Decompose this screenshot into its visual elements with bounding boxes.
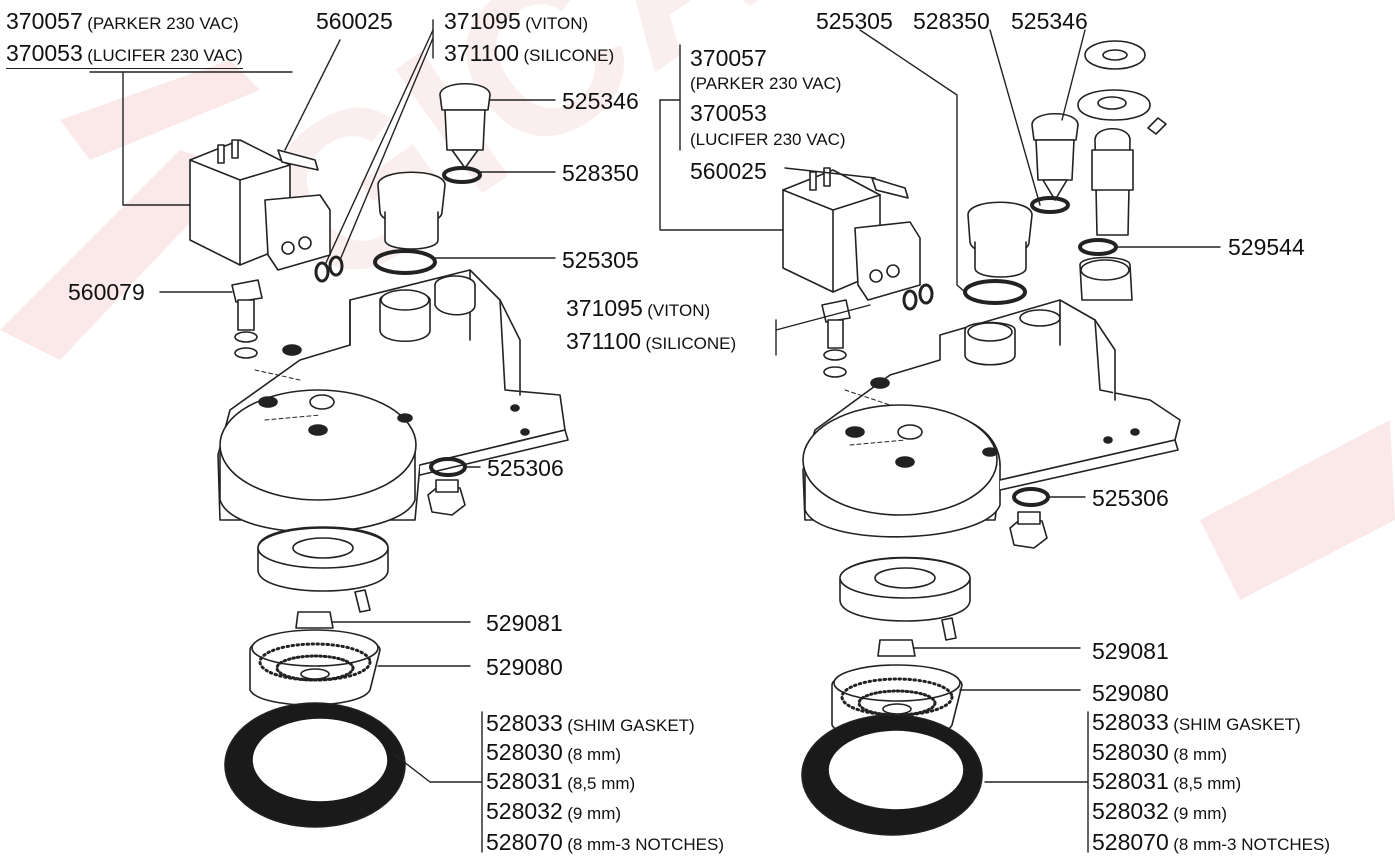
part-number: 371100 [566, 328, 642, 354]
right-cap [967, 201, 1033, 278]
part-number: 528030 [1092, 739, 1169, 765]
right-screw-label: 560025 [690, 158, 767, 184]
right-oring-silicone-label: 371100 (SILICONE) [566, 330, 736, 353]
right-top-label-2: 528350 [913, 8, 990, 34]
right-gasket-4-label: 528070 (8 mm-3 NOTCHES) [1092, 831, 1330, 854]
part-note: (8 mm-3 NOTCHES) [567, 835, 724, 854]
left-valve-oring-label: 528350 [562, 160, 639, 186]
part-note: (VITON) [647, 301, 711, 320]
right-solenoid [782, 167, 921, 301]
left-gasket-0-label: 528033 (SHIM GASKET) [486, 712, 695, 735]
left-oring-viton-label: 371095 (VITON) [444, 10, 588, 33]
left-screw-label: 560025 [316, 8, 393, 34]
right-gasket-ring [801, 714, 983, 836]
part-note: (SHIM GASKET) [1173, 715, 1301, 734]
left-solenoid [189, 139, 331, 271]
part-number: 371095 [566, 295, 643, 321]
left-oring-silicone-label: 371100 (SILICONE) [444, 42, 614, 65]
part-note: (PARKER 230 VAC) [87, 14, 239, 33]
right-gasket-1-label: 528030 (8 mm) [1092, 741, 1227, 764]
right-diffuser [839, 556, 971, 622]
right-shower-screen-label: 529080 [1092, 680, 1169, 706]
part-number: 371100 [444, 40, 520, 66]
right-top-label-3: 525346 [1011, 8, 1088, 34]
part-number: 528030 [486, 739, 563, 765]
left-diffuser [257, 526, 389, 592]
part-note: (8,5 mm) [1173, 774, 1242, 793]
right-screen-screw-label: 529081 [1092, 638, 1169, 664]
part-number: 528032 [486, 798, 563, 824]
right-oring-viton-label: 371095 (VITON) [566, 297, 710, 320]
part-number: 528031 [1092, 768, 1169, 794]
right-stem-oring-label: 529544 [1228, 234, 1305, 260]
part-note: (SILICONE) [523, 46, 615, 65]
left-bolt [231, 279, 263, 359]
part-note: (9 mm) [567, 804, 622, 823]
left-cap [377, 171, 446, 250]
left-shower-screen-label: 529080 [486, 654, 563, 680]
right-solenoid-parker-note: (PARKER 230 VAC) [690, 74, 842, 93]
part-number: 371095 [444, 8, 521, 34]
left-valve-label: 525346 [562, 88, 639, 114]
right-gasket-3-label: 528032 (9 mm) [1092, 800, 1227, 823]
part-number: 370057 [6, 8, 83, 34]
part-note: (8,5 mm) [567, 774, 636, 793]
left-gasket-2-label: 528031 (8,5 mm) [486, 770, 635, 793]
part-number: 528033 [1092, 709, 1169, 735]
right-assembly [659, 29, 1221, 853]
part-number: 528033 [486, 710, 563, 736]
left-assembly [89, 19, 569, 853]
right-valve [1031, 113, 1079, 201]
part-number: 370053 [6, 40, 83, 66]
left-solenoid-lucifer-label: 370053 (LUCIFER 230 VAC) [6, 42, 243, 69]
part-note: (SILICONE) [645, 334, 737, 353]
left-screen-screw-label: 529081 [486, 610, 563, 636]
left-gasket-ring [224, 702, 406, 828]
left-cap-gasket-label: 525305 [562, 247, 639, 273]
part-number: 528031 [486, 768, 563, 794]
left-plug-gasket-label: 525306 [487, 455, 564, 481]
right-solenoid-lucifer-note: (LUCIFER 230 VAC) [690, 130, 846, 149]
left-solenoid-parker-label: 370057 (PARKER 230 VAC) [6, 10, 239, 33]
left-gasket-3-label: 528032 (9 mm) [486, 800, 621, 823]
right-plug-gasket-label: 525306 [1092, 485, 1169, 511]
right-gasket-0-label: 528033 (SHIM GASKET) [1092, 711, 1301, 734]
part-number: 528032 [1092, 798, 1169, 824]
left-gasket-4-label: 528070 (8 mm-3 NOTCHES) [486, 831, 724, 854]
part-number: 528070 [1092, 829, 1169, 855]
left-bolt-label: 560079 [68, 279, 145, 305]
right-top-label-1: 525305 [816, 8, 893, 34]
right-stem [1077, 40, 1151, 236]
part-number: 528070 [486, 829, 563, 855]
part-note: (9 mm) [1173, 804, 1228, 823]
part-note: (8 mm) [1173, 745, 1228, 764]
left-valve [439, 83, 491, 169]
left-gasket-1-label: 528030 (8 mm) [486, 741, 621, 764]
part-note: (VITON) [525, 14, 589, 33]
part-note: (LUCIFER 230 VAC) [87, 46, 243, 65]
part-note: (SHIM GASKET) [567, 716, 695, 735]
part-note: (8 mm) [567, 745, 622, 764]
right-gasket-2-label: 528031 (8,5 mm) [1092, 770, 1241, 793]
left-group-head [217, 269, 569, 533]
part-note: (8 mm-3 NOTCHES) [1173, 835, 1330, 854]
right-solenoid-lucifer-code: 370053 [690, 100, 767, 126]
left-shower-screen [249, 629, 381, 706]
right-solenoid-parker-code: 370057 [690, 45, 767, 71]
